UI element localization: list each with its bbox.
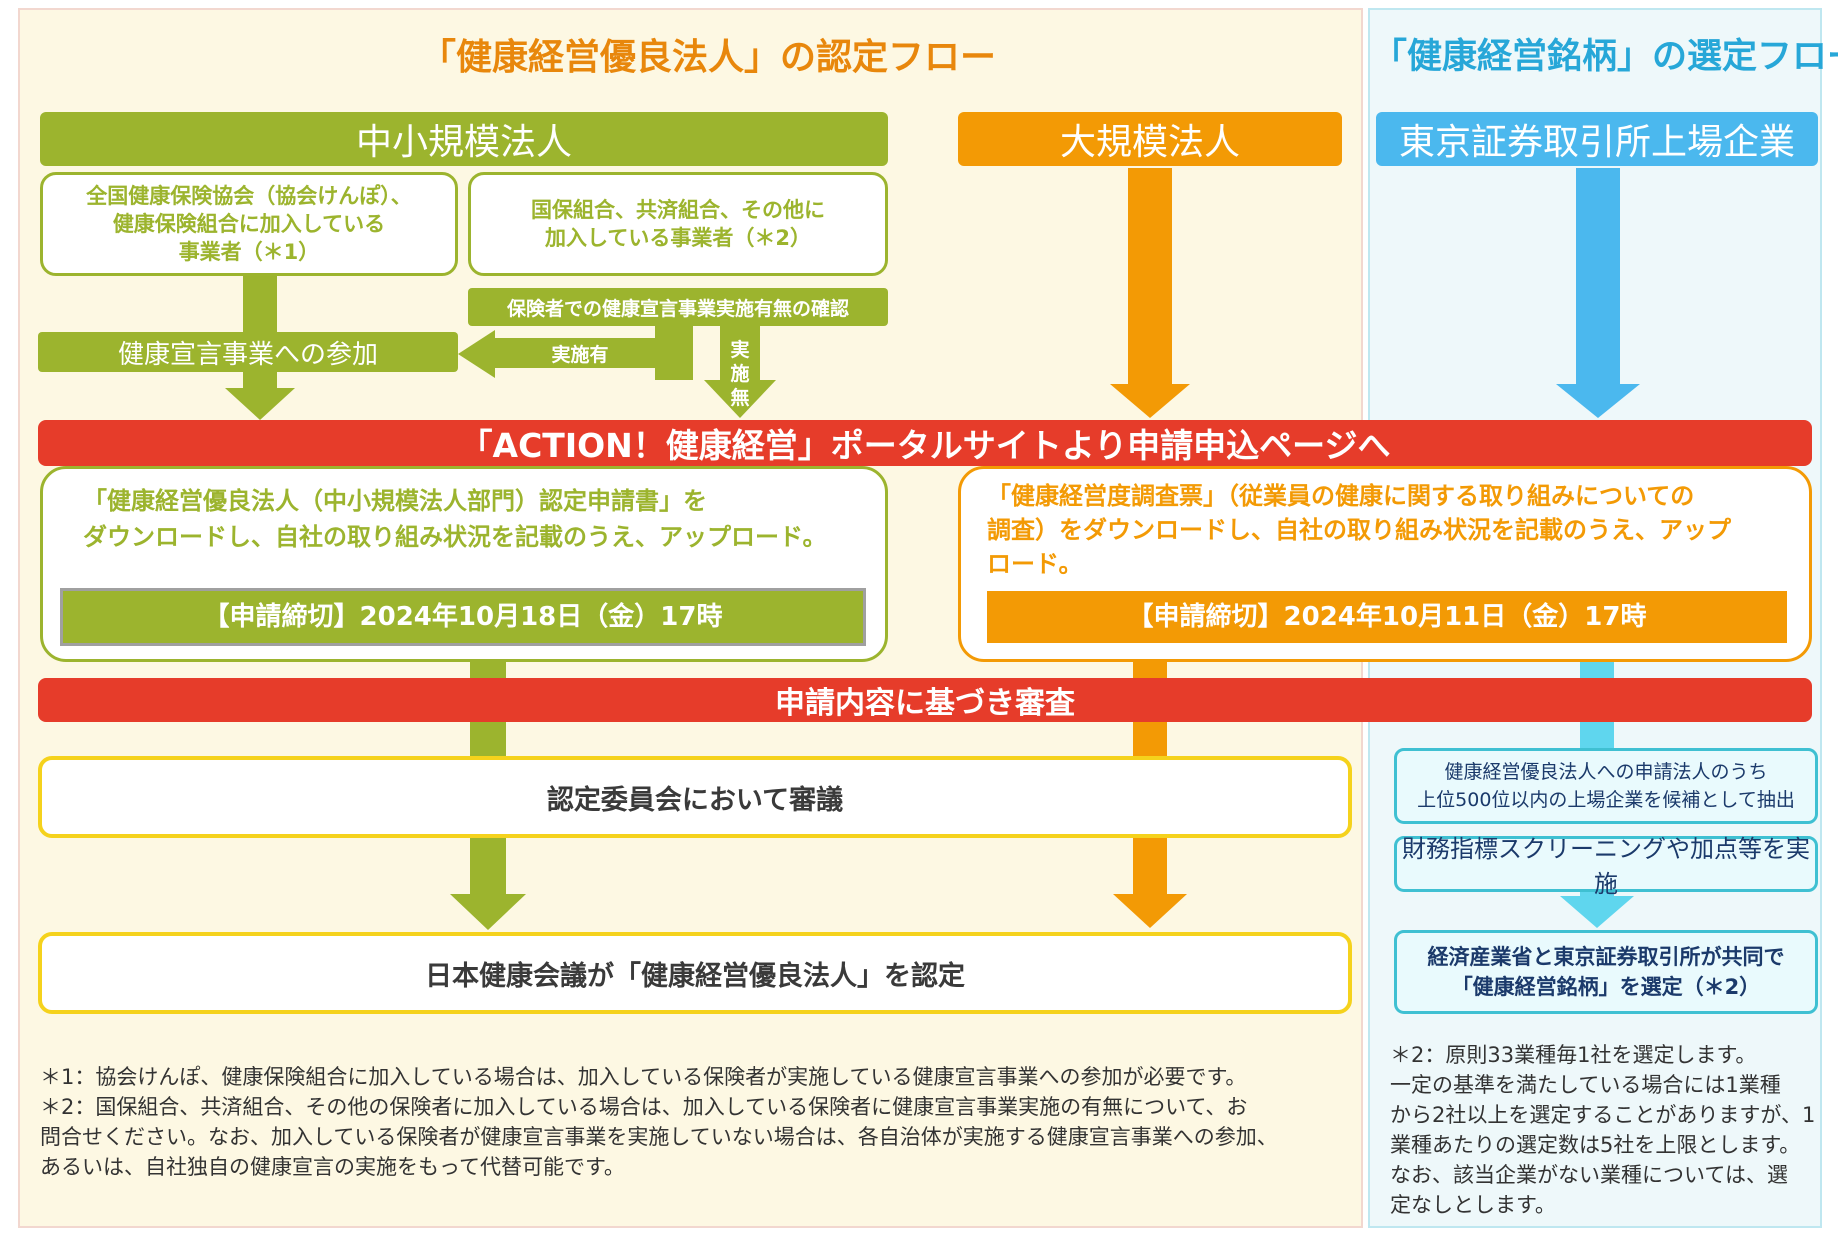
arrow-listed-portal — [1556, 384, 1640, 418]
implemented-label: 実施有 — [551, 343, 609, 366]
listed-companies-header: 東京証券取引所上場企業 — [1376, 112, 1818, 166]
note-2-line-3: あるいは、自社独自の健康宣言の実施をもって代替可能です。 — [40, 1155, 625, 1179]
large-application-line-2: 調査）をダウンロードし、自社の取り組み状況を記載のうえ、アップ — [987, 516, 1731, 544]
extraction-line-2: 上位500位以内の上場企業を候補として抽出 — [1417, 789, 1795, 811]
portal-application-bar: 「ACTION！健康経営」ポータルサイトより申請申込ページへ — [38, 420, 1812, 466]
brand-note-line-6: 定なしとします。 — [1390, 1193, 1556, 1217]
connector-committee-certify — [470, 836, 506, 896]
arrow-committee-certify — [450, 894, 526, 930]
kyokai-line-3: 事業者（＊1） — [178, 240, 320, 264]
arrow-committee-certify-orange — [1113, 894, 1187, 928]
connector-large-portal — [1128, 168, 1172, 386]
note-1: ＊1：協会けんぽ、健康保険組合に加入している場合は、加入している保険者が実施して… — [40, 1065, 1247, 1089]
connector-sme-review — [470, 660, 506, 680]
certification-notes: ＊1：協会けんぽ、健康保険組合に加入している場合は、加入している保険者が実施して… — [40, 1062, 1350, 1182]
connector-kyokai-participate — [243, 276, 277, 336]
brand-note-line-5: なお、該当企業がない業種については、選 — [1390, 1163, 1788, 1187]
connector-confirm-stem — [655, 325, 693, 380]
not-implemented-char-3: 無 — [730, 387, 750, 409]
brand-note-line-2: 一定の基準を満たしている場合には1業種 — [1390, 1073, 1781, 1097]
participate-declaration-box: 健康宣言事業への参加 — [38, 332, 458, 372]
brand-notes: ＊2：原則33業種毎1社を選定します。 一定の基準を満たしている場合には1業種 … — [1390, 1040, 1818, 1220]
confirm-declaration-box: 保険者での健康宣言事業実施有無の確認 — [468, 288, 888, 326]
connector-large-review — [1133, 660, 1167, 680]
kokuho-member-box: 国保組合、共済組合、その他に 加入している事業者（＊2） — [468, 172, 888, 276]
connector-cyan-1 — [1580, 662, 1614, 682]
connector-not-implemented — [720, 325, 760, 383]
selection-line-1: 経済産業省と東京証券取引所が共同で — [1427, 945, 1785, 969]
brand-note-line-4: 業種あたりの選定数は5社を上限とします。 — [1390, 1133, 1801, 1157]
sme-application-text: 「健康経営優良法人（中小規模法人部門）認定申請書」を ダウンロードし、自社の取り… — [83, 483, 827, 555]
connector-listed-portal — [1576, 168, 1620, 386]
brand-note-line-1: ＊2：原則33業種毎1社を選定します。 — [1390, 1043, 1757, 1067]
brand-flow-title: 「健康経営銘柄」の選定フロー — [1372, 37, 1838, 77]
sme-deadline: 【申請締切】2024年10月18日（金）17時 — [60, 588, 866, 646]
not-implemented-label: 実 施 無 — [724, 336, 756, 412]
arrow-implemented — [458, 330, 495, 378]
note-2-line-2: 問合せください。なお、加入している保険者が健康宣言事業を実施していない場合は、各… — [40, 1125, 1278, 1149]
extraction-line-1: 健康経営優良法人への申請法人のうち — [1444, 761, 1768, 783]
certification-flow-title: 「健康経営優良法人」の認定フロー — [420, 37, 997, 78]
sme-application-line-2: ダウンロードし、自社の取り組み状況を記載のうえ、アップロード。 — [83, 523, 827, 551]
kokuho-line-1: 国保組合、共済組合、その他に — [531, 198, 825, 222]
connector-cyan-2 — [1580, 720, 1614, 750]
large-application-line-3: ロード。 — [987, 550, 1083, 578]
large-application-box: 「健康経営度調査票」（従業員の健康に関する取り組みについての 調査）をダウンロー… — [958, 466, 1812, 662]
large-deadline: 【申請締切】2024年10月11日（金）17時 — [987, 591, 1787, 643]
large-application-text: 「健康経営度調査票」（従業員の健康に関する取り組みについての 調査）をダウンロー… — [987, 479, 1731, 581]
connector-committee-certify-orange — [1133, 836, 1167, 896]
arrow-cyan — [1560, 896, 1634, 928]
not-implemented-char-1: 実 — [730, 339, 750, 361]
large-application-line-1: 「健康経営度調査票」（従業員の健康に関する取り組みについての — [987, 482, 1695, 510]
kyokai-line-2: 健康保険組合に加入している — [112, 212, 386, 236]
arrow-participate-portal — [225, 388, 295, 420]
brand-note-line-3: から2社以上を選定することがありますが、1 — [1390, 1103, 1816, 1127]
selection-line-2: 「健康経営銘柄」を選定（＊2） — [1451, 975, 1761, 999]
arrow-large-portal — [1110, 384, 1190, 418]
large-corp-header: 大規模法人 — [958, 112, 1342, 166]
kokuho-line-2: 加入している事業者（＊2） — [545, 226, 811, 250]
arrow-not-implemented — [704, 380, 776, 418]
committee-review-box: 認定委員会において審議 — [38, 756, 1352, 838]
screening-box: 財務指標スクリーニングや加点等を実施 — [1394, 835, 1818, 898]
review-bar: 申請内容に基づき審査 — [38, 678, 1812, 722]
not-implemented-char-2: 施 — [730, 363, 750, 385]
certification-box: 日本健康会議が「健康経営優良法人」を認定 — [38, 932, 1352, 1014]
connector-review-committee — [470, 720, 506, 756]
kyokai-line-1: 全国健康保険協会（協会けんぽ）、 — [86, 184, 412, 208]
kyokai-member-box: 全国健康保険協会（協会けんぽ）、 健康保険組合に加入している 事業者（＊1） — [40, 172, 458, 276]
brand-selection-box: 経済産業省と東京証券取引所が共同で 「健康経営銘柄」を選定（＊2） — [1394, 930, 1818, 1014]
sme-application-box: 「健康経営優良法人（中小規模法人部門）認定申請書」を ダウンロードし、自社の取り… — [40, 466, 888, 662]
connector-review-committee-orange — [1133, 720, 1167, 756]
note-2-line-1: ＊2：国保組合、共済組合、その他の保険者に加入している場合は、加入している保険者… — [40, 1095, 1248, 1119]
connector-participate-portal — [243, 370, 277, 390]
sme-header: 中小規模法人 — [40, 112, 888, 166]
candidate-extraction-box: 健康経営優良法人への申請法人のうち 上位500位以内の上場企業を候補として抽出 — [1394, 748, 1818, 824]
sme-application-line-1: 「健康経営優良法人（中小規模法人部門）認定申請書」を — [83, 487, 707, 515]
connector-implemented — [493, 338, 655, 368]
